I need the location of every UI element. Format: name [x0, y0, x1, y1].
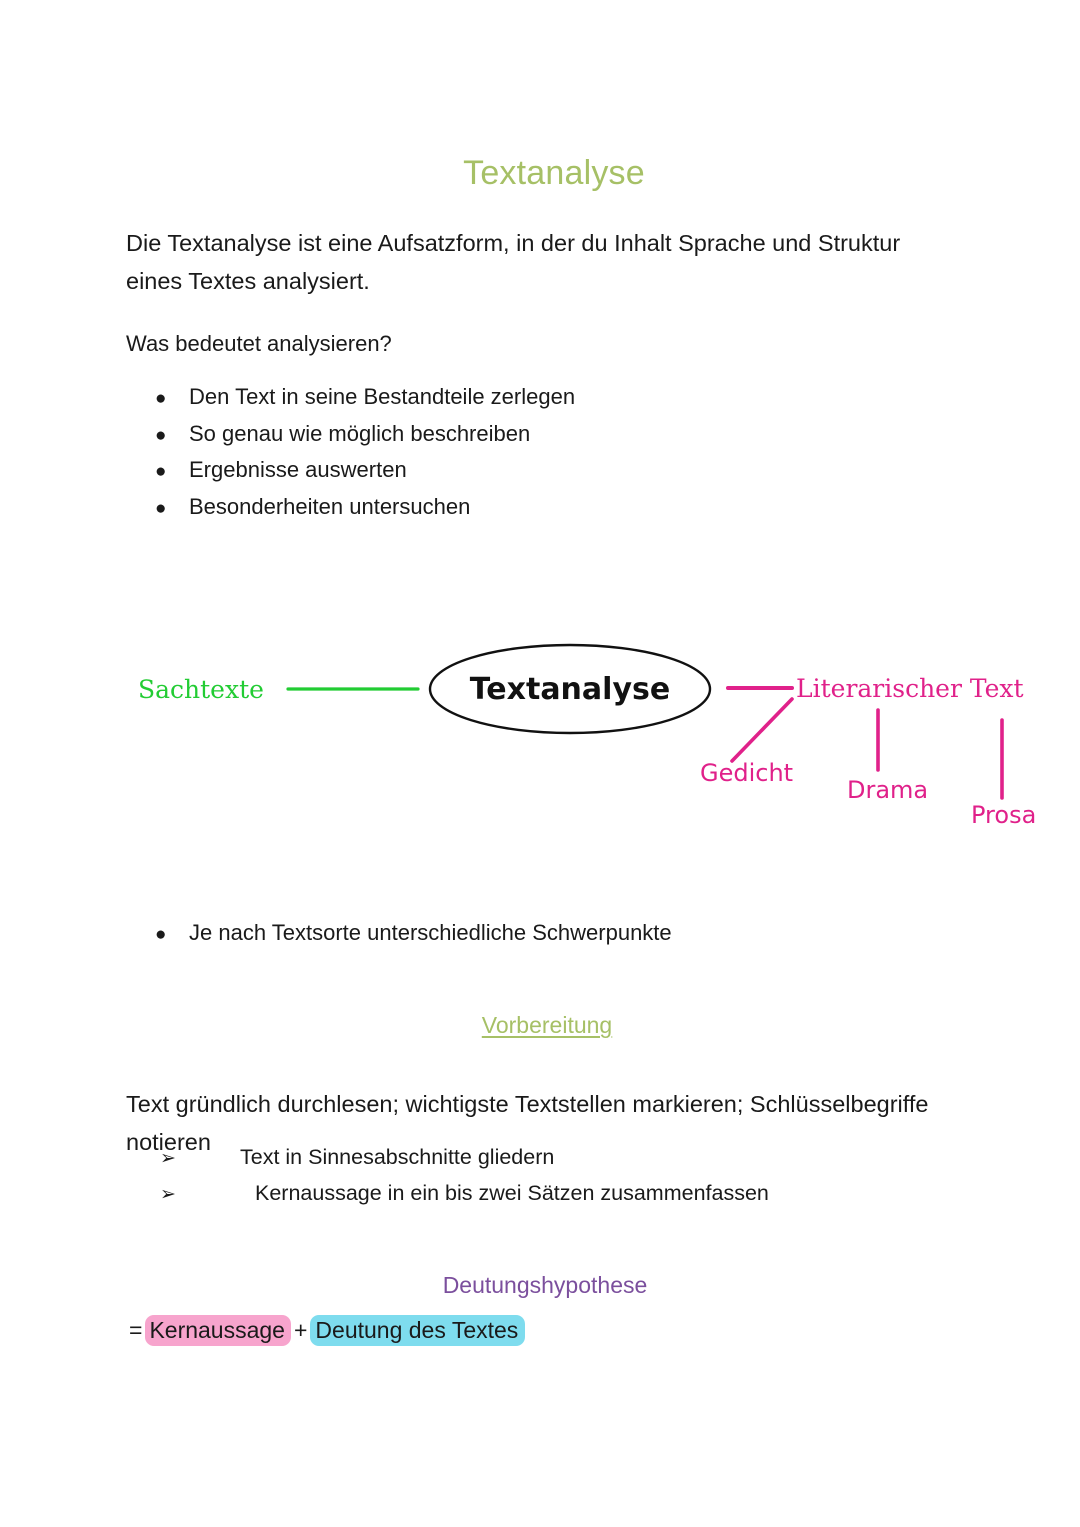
arrow-bullet-icon: ➢ — [160, 1183, 176, 1205]
mindmap-label-prosa: Prosa — [971, 801, 1036, 829]
section-heading-label: Vorbereitung — [481, 1012, 613, 1038]
intro-paragraph: Die Textanalyse ist eine Aufsatzform, in… — [126, 229, 901, 294]
list-item-label: Text in Sinnesabschnitte gliedern — [240, 1145, 555, 1169]
list-item-label: Kernaussage in ein bis zwei Sätzen zusam… — [255, 1181, 769, 1205]
mindmap-label-center: Textanalyse — [470, 672, 670, 707]
mindmap-label-literarischer-text: Literarischer Text — [796, 674, 1024, 703]
preparation-paragraph: Text gründlich durchlesen; wichtigste Te… — [126, 1090, 929, 1155]
page-title: Textanalyse — [463, 154, 645, 192]
highlighted-term-kernaussage: Kernaussage — [145, 1315, 291, 1346]
list-item: ➢ Kernaussage in ein bis zwei Sätzen zus… — [160, 1176, 769, 1212]
deutungshypothese-formula: =Kernaussage+Deutung des Textes — [126, 1314, 526, 1346]
list-item-label: So genau wie möglich beschreiben — [189, 420, 531, 446]
mindmap-connector-gedicht — [730, 697, 794, 763]
equals-sign: = — [129, 1317, 143, 1343]
bullet-dot-icon: ● — [155, 461, 167, 482]
arrow-bullet-icon: ➢ — [160, 1147, 176, 1169]
mindmap-center-ellipse — [428, 643, 712, 735]
mindmap-label-drama: Drama — [847, 776, 928, 804]
textanalyse-mindmap: Sachtexte Textanalyse Literarischer Text… — [120, 598, 1060, 848]
bullet-dot-icon: ● — [155, 388, 167, 409]
bullet-dot-icon: ● — [155, 497, 167, 519]
highlighted-term-deutung: Deutung des Textes — [310, 1315, 526, 1346]
plus-sign: + — [293, 1317, 308, 1343]
list-item: ● Ergebnisse auswerten — [155, 453, 575, 490]
list-item-label: Den Text in seine Bestandteile zerlegen — [189, 384, 576, 409]
section-heading-vorbereitung: Vorbereitung — [0, 1012, 1080, 1039]
analysis-question: Was bedeutet analysieren? — [126, 331, 392, 356]
list-item-label: Je nach Textsorte unterschiedliche Schwe… — [189, 920, 672, 945]
mindmap-label-sachtexte: Sachtexte — [138, 675, 264, 704]
list-item: ● Je nach Textsorte unterschiedliche Sch… — [155, 916, 672, 952]
section-heading-deutungshypothese: Deutungshypothese — [442, 1272, 648, 1298]
list-item-label: Ergebnisse auswerten — [189, 457, 407, 482]
list-item: ● Den Text in seine Bestandteile zerlege… — [155, 380, 575, 417]
list-item: ➢ Text in Sinnesabschnitte gliedern — [160, 1140, 769, 1176]
preparation-step-list: ➢ Text in Sinnesabschnitte gliedern ➢ Ke… — [160, 1140, 769, 1212]
list-item: ● So genau wie möglich beschreiben — [155, 417, 575, 454]
mindmap-label-gedicht: Gedicht — [700, 759, 793, 787]
list-item: ● Besonderheiten untersuchen — [155, 490, 575, 527]
analysis-bullet-list: ● Den Text in seine Bestandteile zerlege… — [155, 380, 575, 526]
bullet-dot-icon: ● — [155, 924, 167, 945]
list-item-label: Besonderheiten untersuchen — [189, 493, 471, 519]
bullet-dot-icon: ● — [155, 424, 167, 446]
